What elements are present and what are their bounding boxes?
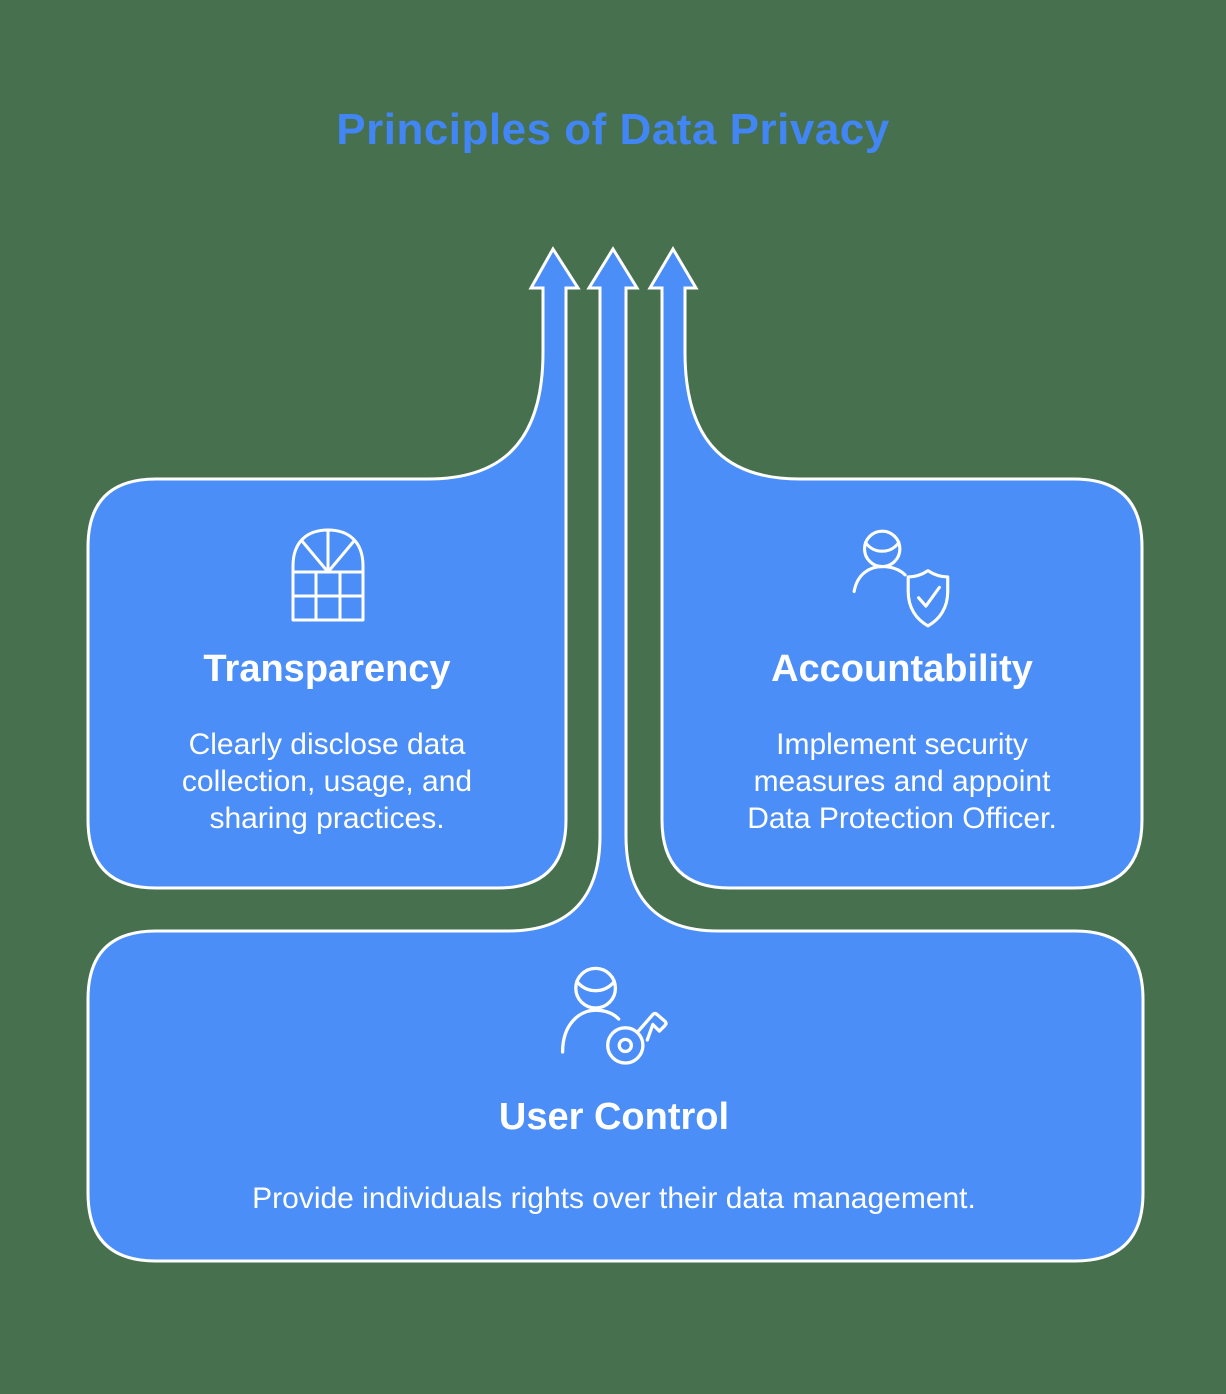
transparency-body: Clearly disclose data collection, usage,… [181, 728, 473, 835]
transparency-heading: Transparency [203, 648, 451, 690]
diagram-title: Principles of Data Privacy [336, 105, 890, 154]
user-control-body: Provide individuals rights over their da… [252, 1182, 976, 1215]
transparency-card-with-up-arrow [86, 246, 581, 890]
user-shield-check-icon [852, 529, 950, 628]
user-key-icon [560, 966, 668, 1065]
accountability-body: Implement security measures and appoint … [747, 728, 1057, 835]
user-control-heading: User Control [498, 1096, 730, 1138]
window-icon [291, 528, 365, 622]
accountability-heading: Accountability [771, 648, 1033, 690]
user-control-card-with-up-arrow [86, 246, 1145, 1263]
